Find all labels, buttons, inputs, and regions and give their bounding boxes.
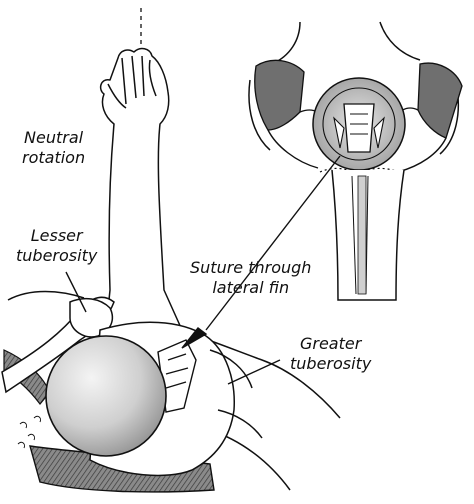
label-lesser-tuberosity: Lesser tuberosity	[16, 226, 97, 266]
label-neutral-rotation: Neutral rotation	[22, 128, 85, 168]
label-greater-tuberosity: Greater tuberosity	[290, 334, 371, 374]
inset-muscle-left	[255, 60, 304, 130]
suture-leader	[206, 156, 340, 330]
bone-texture-dots	[18, 416, 41, 448]
forearm-and-hand	[101, 49, 182, 330]
prosthetic-humeral-head	[46, 336, 166, 456]
label-suture-through-lateral-fin: Suture through lateral fin	[190, 258, 311, 298]
